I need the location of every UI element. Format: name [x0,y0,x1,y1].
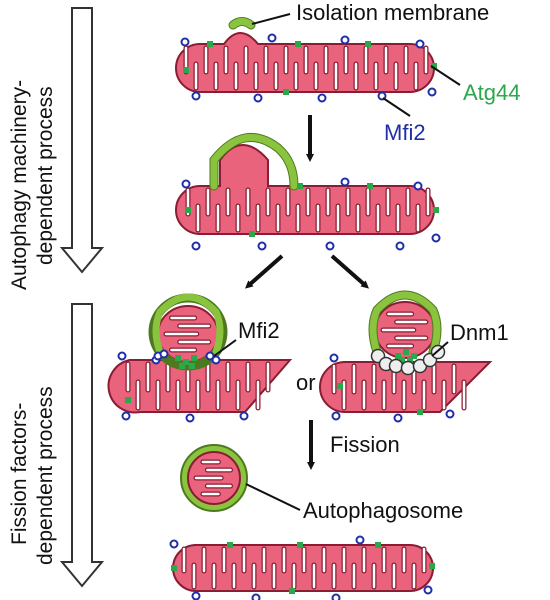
mfi2-protein [121,411,131,421]
label-atg44: Atg44 [463,80,521,105]
atg44-protein [417,409,423,415]
atg44-protein [395,353,401,359]
mfi2-protein [191,591,201,600]
mfi2-protein [253,93,263,103]
mfi2-protein [159,349,169,359]
atg44-protein [365,41,371,47]
mfi2-protein [331,593,341,600]
atg44-protein [227,542,233,548]
atg44-protein [183,359,189,365]
atg44-protein [283,89,289,95]
mfi2-protein [413,181,423,191]
mfi2-protein [267,33,277,43]
mfi2-protein [191,241,201,251]
atg44-protein [403,349,409,355]
arrow-right-branch [330,254,369,289]
side-label-fission-line1: Fission factors- [8,403,31,545]
label-mfi2-top: Mfi2 [384,120,426,145]
mfi2-protein [251,593,261,600]
atg44-protein [399,357,405,363]
mfi2-protein [239,411,249,421]
atg44-protein [367,183,373,189]
atg44-protein [189,363,195,369]
atg44-protein [337,383,343,389]
mfi2-protein [181,179,191,189]
mfi2-protein [257,241,267,251]
mitochondrion-stage2 [175,132,435,235]
atg44-protein [183,67,189,73]
mfi2-protein [180,37,190,47]
mfi2-protein [185,413,195,423]
atg44-protein [375,542,381,548]
leader-isolation-membrane [251,13,291,25]
atg44-protein [411,353,417,359]
atg44-protein [207,41,213,47]
label-mfi2-left: Mfi2 [238,318,280,343]
label-isolation-membrane: Isolation membrane [296,0,489,25]
leader-mfi2-top [382,97,411,117]
dnm1-protein [400,360,416,376]
label-or: or [296,370,316,395]
mfi2-protein [329,353,339,363]
label-fission: Fission [330,432,400,457]
side-label-fission-line2: dependent process [34,386,57,565]
mfi2-protein [331,411,341,421]
mfi2-protein [340,177,350,187]
mitochondrion-stage3-dnm1 [319,290,493,413]
mfi2-protein [211,355,221,365]
atg44-protein [297,542,303,548]
fission-process-arrow [59,303,105,588]
atg44-protein [125,397,131,403]
side-label-autophagy-line1: Autophagy machinery- [8,80,31,290]
dnm1-protein [388,358,404,374]
atg44-protein [429,563,435,569]
mfi2-protein [423,585,433,595]
leader-atg44 [430,65,461,86]
autophagy-process-arrow [59,7,105,274]
mfi2-protein [415,39,425,49]
mfi2-protein [169,539,179,549]
atg44-protein [433,207,439,213]
atg44-protein [175,355,181,361]
mitochondrion-stage1 [175,17,435,93]
label-dnm1: Dnm1 [450,320,509,345]
atg44-protein [171,565,177,571]
leader-mfi2-left [213,339,237,357]
atg44-protein [297,183,303,189]
mfi2-protein [427,87,437,97]
mfi2-protein [325,241,335,251]
mfi2-protein [191,91,201,101]
mfi2-protein [317,93,327,103]
mfi2-protein [340,35,350,45]
atg44-protein [289,588,295,594]
autophagosome [180,444,248,512]
mitochondrion-stage4 [172,544,434,592]
side-label-autophagy-line2: dependent process [34,86,57,265]
mfi2-protein [445,409,455,419]
mitochondrion-stage3-mfi2 [107,293,293,414]
atg44-protein [179,363,185,369]
leader-dnm1 [431,341,449,357]
mfi2-protein [205,351,215,361]
mfi2-protein [395,241,405,251]
mfi2-protein [117,351,127,361]
mfi2-protein [393,413,403,423]
atg44-protein [431,63,437,69]
atg44-protein [407,357,413,363]
atg44-protein [295,41,301,47]
mfi2-protein [431,233,441,243]
mfi2-protein [355,535,365,545]
arrow-left-branch [245,254,284,289]
atg44-protein [249,231,255,237]
atg44-protein [191,355,197,361]
atg44-protein [185,207,191,213]
label-autophagosome: Autophagosome [303,498,463,523]
leader-autophagosome [245,483,301,511]
